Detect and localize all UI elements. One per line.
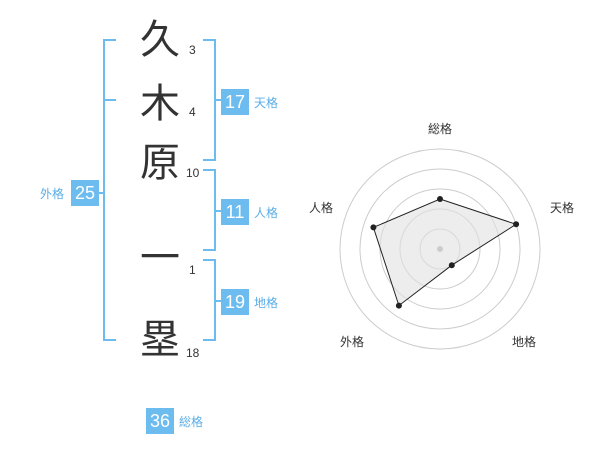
stroke-count-1: 3 (189, 43, 196, 57)
jinkaku-value-badge: 11 (221, 199, 249, 225)
chikaku-label: 地格 (254, 296, 279, 310)
soukaku-value-badge: 36 (146, 408, 174, 434)
jinkaku-label: 人格 (254, 206, 279, 220)
stroke-count-3: 10 (186, 166, 200, 180)
tenkaku-label: 天格 (254, 96, 279, 110)
radar-point-3 (448, 262, 455, 269)
gaikaku-bracket (103, 39, 116, 341)
tenkaku-value-badge: 17 (221, 89, 249, 115)
radar-polygon (372, 198, 518, 307)
name-char-5: 塁 (140, 317, 180, 363)
radar-axis-label-tenkaku: 天格 (550, 201, 575, 215)
radar-axis-label-soukaku: 総格 (428, 122, 453, 136)
soukaku-label: 総格 (179, 415, 204, 429)
radar-axis-label-gaikaku: 外格 (340, 335, 365, 349)
stroke-count-5: 18 (186, 346, 200, 360)
stroke-count-4: 1 (189, 263, 196, 277)
radar-chart (339, 148, 541, 350)
radar-ring-4 (359, 168, 521, 330)
bracket-lines (98, 39, 221, 341)
tenkaku-bracket (203, 39, 216, 161)
radar-axis-label-jinkaku: 人格 (309, 201, 334, 215)
radar-point-1 (437, 196, 443, 202)
radar-point-2 (513, 221, 520, 228)
name-char-2: 木 (140, 81, 180, 127)
name-char-4: 一 (140, 235, 180, 281)
gaikaku-value-badge: 25 (71, 180, 99, 206)
chikaku-bracket (203, 259, 216, 341)
radar-point-5 (370, 224, 377, 231)
radar-point-4 (395, 302, 402, 309)
gaikaku-label: 外格 (40, 187, 65, 201)
radar-ring-5 (339, 148, 541, 350)
radar-center-dot (437, 246, 443, 252)
name-char-3: 原 (140, 140, 180, 186)
radar-axis-label-chikaku: 地格 (512, 335, 537, 349)
stroke-count-2: 4 (189, 105, 196, 119)
name-char-1: 久 (140, 17, 180, 63)
jinkaku-bracket (203, 169, 216, 251)
chikaku-value-badge: 19 (221, 289, 249, 315)
